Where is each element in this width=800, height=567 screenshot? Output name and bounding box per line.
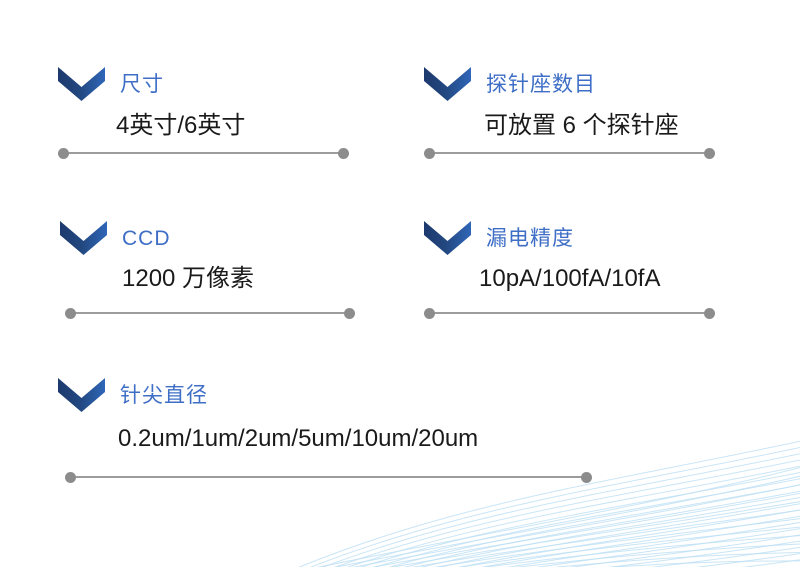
chevron-down-icon: [58, 67, 105, 101]
spec-value: 10pA/100fA/10fA: [479, 265, 661, 292]
chevron-down-icon: [60, 221, 107, 255]
line-endpoint-dot: [65, 307, 76, 319]
line-endpoint-dot: [344, 307, 355, 319]
spec-value: 1200 万像素: [122, 265, 255, 292]
spec-value: 可放置 6 个探针座: [484, 112, 679, 139]
line-endpoint-dot: [704, 147, 715, 159]
spec-title: CCD: [122, 226, 171, 250]
divider-line: [58, 147, 349, 159]
line-endpoint-dot: [581, 471, 592, 483]
spec-header-probe-holders: 探针座数目: [424, 67, 596, 101]
line-endpoint-dot: [704, 307, 715, 319]
divider-line: [65, 471, 592, 483]
spec-header-leakage-accuracy: 漏电精度: [424, 221, 574, 255]
spec-header-tip-diameter: 针尖直径: [58, 378, 208, 412]
spec-title: 尺寸: [120, 72, 164, 96]
spec-value: 0.2um/1um/2um/5um/10um/20um: [118, 425, 479, 452]
line-endpoint-dot: [338, 147, 349, 159]
chevron-down-icon: [58, 378, 105, 412]
chevron-down-icon: [424, 221, 471, 255]
line-endpoint-dot: [424, 147, 435, 159]
spec-title: 探针座数目: [486, 72, 596, 96]
spec-header-size: 尺寸: [58, 67, 164, 101]
spec-title: 针尖直径: [120, 383, 208, 407]
divider-line: [424, 307, 715, 319]
chevron-down-icon: [424, 67, 471, 101]
line-endpoint-dot: [424, 307, 435, 319]
spec-header-ccd: CCD: [60, 221, 171, 255]
divider-line: [424, 147, 715, 159]
spec-title: 漏电精度: [486, 226, 574, 250]
divider-line: [65, 307, 355, 319]
line-endpoint-dot: [65, 471, 76, 483]
line-endpoint-dot: [58, 147, 69, 159]
spec-value: 4英寸/6英寸: [116, 112, 246, 139]
